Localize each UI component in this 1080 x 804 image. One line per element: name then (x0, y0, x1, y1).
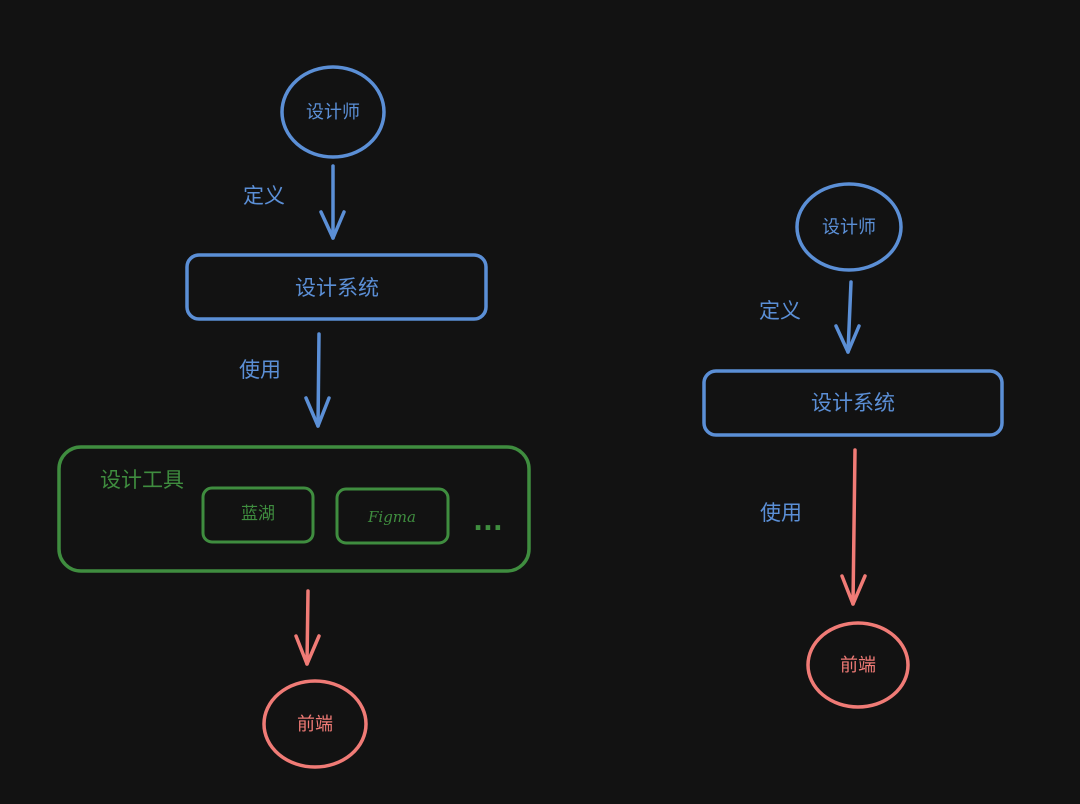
left-define-label: 定义 (243, 184, 285, 208)
right-designer-node: 设计师 (795, 182, 903, 272)
tool-lanhu-label: 蓝湖 (241, 504, 275, 524)
tool-lanhu-box (201, 486, 315, 544)
right-designer-circle (795, 182, 903, 272)
tool-figma-box (335, 487, 450, 545)
design-tools-title: 设计工具 (100, 468, 184, 492)
right-designer-label: 设计师 (822, 217, 876, 238)
right-frontend-label: 前端 (840, 655, 876, 676)
left-frontend-node: 前端 (262, 679, 368, 769)
tool-figma-label: Figma (367, 508, 416, 526)
left-frontend-circle (262, 679, 368, 769)
left-use-label: 使用 (239, 358, 281, 382)
right-design-system-node: 设计系统 (702, 369, 1004, 437)
right-define-label: 定义 (759, 299, 801, 323)
right-frontend-node: 前端 (806, 621, 910, 709)
right-use-label: 使用 (760, 501, 802, 525)
left-frontend-label: 前端 (297, 714, 333, 735)
right-define-arrow (834, 280, 861, 354)
left-designer-label: 设计师 (306, 102, 360, 123)
left-design-system-node: 设计系统 (185, 253, 488, 321)
right-use-arrow (840, 448, 867, 606)
left-design-system-label: 设计系统 (295, 276, 379, 300)
right-frontend-circle (806, 621, 910, 709)
left-designer-circle (280, 65, 386, 159)
right-flow: 设计师 定义 设计系统 使用 前端 (702, 182, 1004, 709)
tool-more-ellipsis: ... (473, 507, 503, 537)
left-frontend-arrow (294, 589, 321, 666)
left-flow: 设计师 定义 设计系统 使用 设计工具 蓝湖 Figma ... (57, 65, 531, 769)
left-define-arrow (319, 164, 346, 240)
design-tools-group: 设计工具 蓝湖 Figma ... (57, 445, 531, 573)
left-use-arrow (304, 332, 331, 428)
left-designer-node: 设计师 (280, 65, 386, 159)
design-tools-box (57, 445, 531, 573)
right-design-system-label: 设计系统 (811, 391, 895, 415)
left-design-system-box (185, 253, 488, 321)
right-design-system-box (702, 369, 1004, 437)
